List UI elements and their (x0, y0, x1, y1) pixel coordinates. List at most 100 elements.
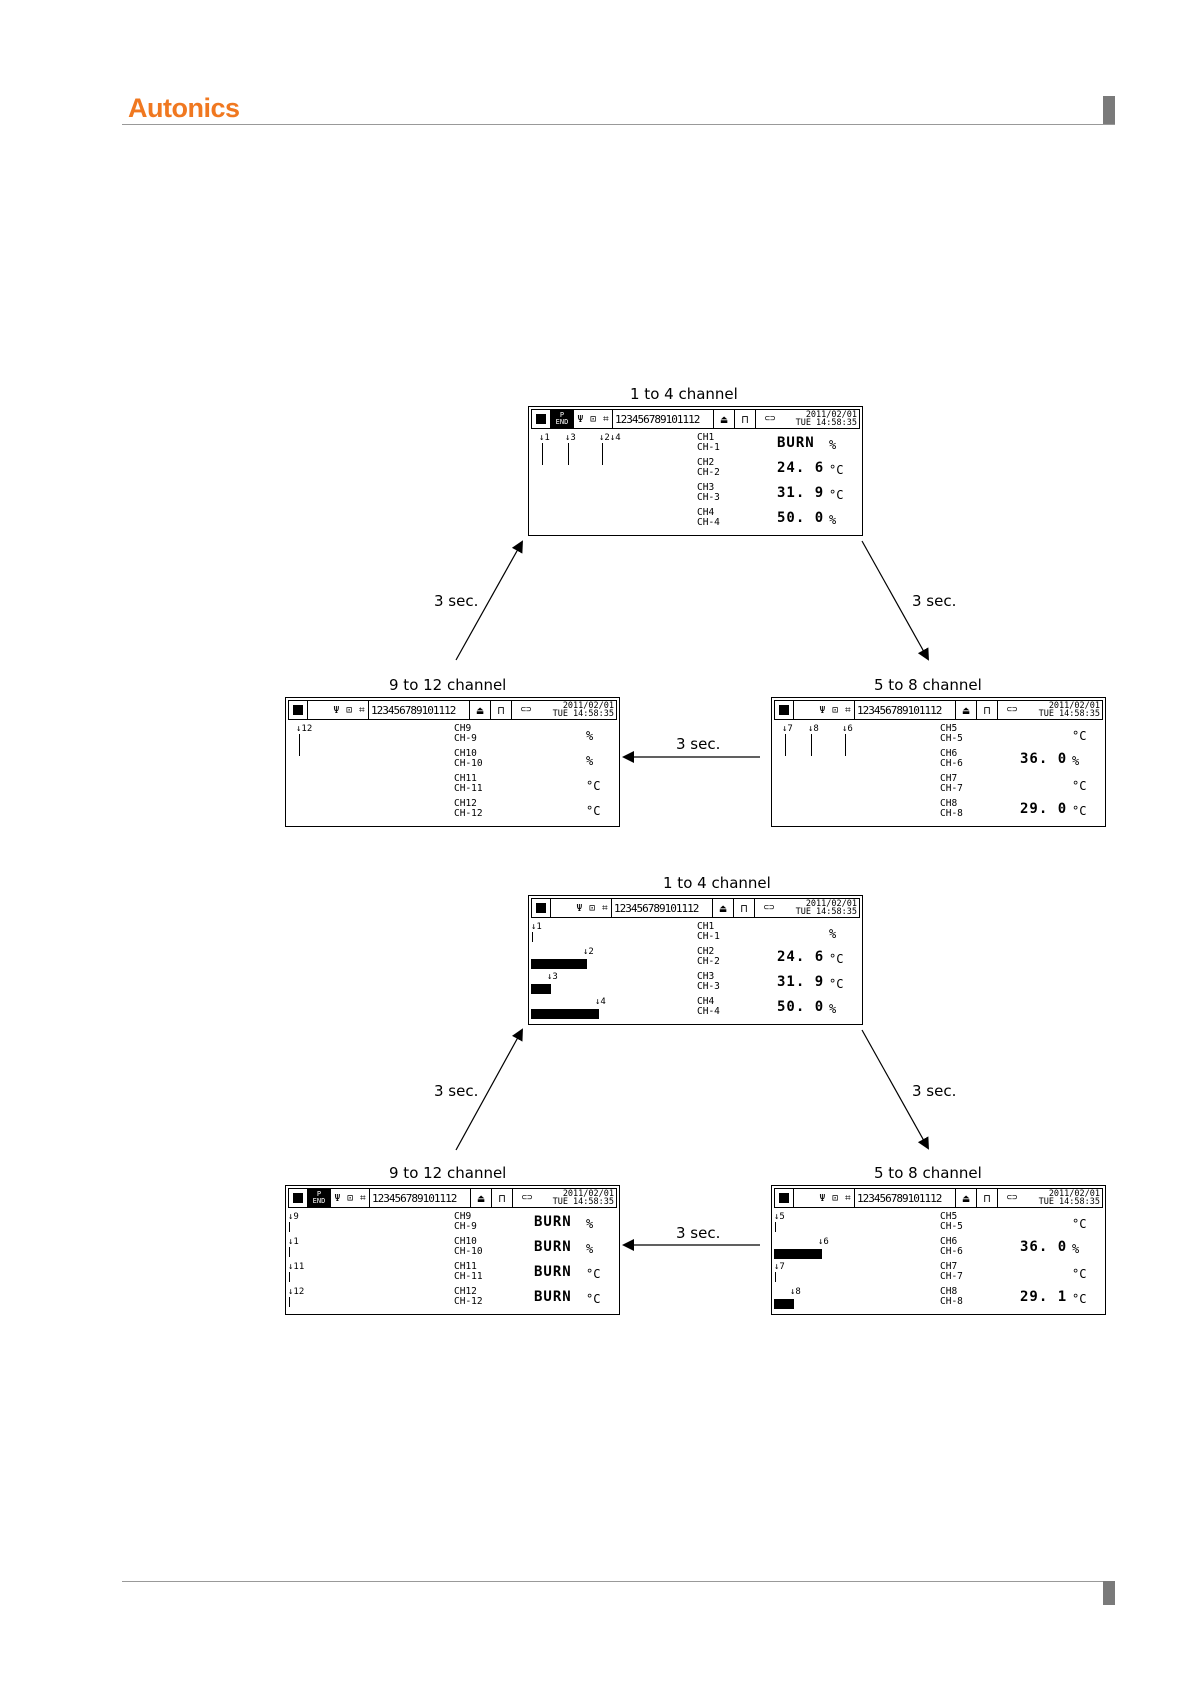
unlock-icon: ⊓ (735, 410, 756, 428)
channel-tag: CH-6 (940, 1245, 963, 1257)
bar-zero-line (775, 1272, 776, 1282)
channel-unit: °C (1072, 1292, 1087, 1306)
channel-tag: CH-11 (454, 1270, 483, 1282)
channel-value: 36. 0 (1020, 751, 1068, 767)
bar-pen-label: ↓3 (547, 972, 558, 982)
channel-unit: °C (586, 779, 601, 793)
channel-value: 31. 9 (777, 485, 825, 501)
eject-icon: ⏏ (470, 701, 491, 719)
channel-numbers: 123456789101112 (612, 899, 713, 917)
channel-tag: CH-10 (454, 757, 483, 769)
trend-pen-label: ↓7 (782, 724, 793, 734)
trend-pen-label: ↓8 (808, 724, 819, 734)
header-tab-marker (1103, 96, 1115, 124)
bar-pen-label: ↓9 (288, 1212, 299, 1222)
stop-square-icon (779, 1193, 789, 1203)
bar-pen-label: ↓11 (288, 1262, 305, 1272)
channel-label: CH6 (940, 748, 958, 759)
bar-pen-label: ↓6 (818, 1237, 829, 1247)
bar-pen-label: ↓7 (774, 1262, 785, 1272)
sd-card-icon: ⌗ (358, 704, 365, 716)
stop-icon (289, 701, 308, 719)
usb-icon: Ψ (334, 1192, 341, 1204)
arrow-1to4-to-5to8 (861, 1029, 929, 1150)
trend-line (845, 734, 846, 756)
channel-value: BURN (534, 1214, 572, 1230)
channel-unit: % (586, 1242, 594, 1256)
time-text: TUE 14:58:35 (552, 1197, 614, 1207)
arrow-9to12-to-1to4 (455, 1028, 523, 1151)
trend-pen-label: ↓12 (296, 724, 313, 734)
bar-zero-line (289, 1247, 290, 1257)
time-text: TUE 14:58:35 (795, 418, 857, 428)
channel-value: 24. 6 (777, 949, 825, 965)
channel-tag: CH-3 (697, 980, 720, 992)
channel-unit: % (829, 438, 837, 452)
channel-value: 50. 0 (777, 999, 825, 1015)
autonics-logo: Autonics (128, 93, 240, 123)
usb-memory-icons: Ψ⊡⌗ (573, 899, 612, 917)
usb-icon: Ψ (576, 902, 583, 914)
p-end-bottom: END (312, 1197, 326, 1205)
stop-square-icon (536, 414, 546, 424)
channel-label: CH9 (454, 723, 472, 734)
channel-unit: °C (586, 1292, 601, 1306)
bar-zero-line (289, 1272, 290, 1282)
recording-tape-icon: ⊂⊃ (1006, 705, 1018, 715)
sd-card-icon: ⌗ (602, 413, 609, 425)
channel-numbers: 123456789101112 (855, 1189, 956, 1207)
channel-label: CH8 (940, 798, 958, 809)
channel-label: CH1 (697, 432, 715, 443)
channel-bar (531, 959, 587, 969)
channel-bar (531, 1009, 599, 1019)
eject-icon: ⏏ (956, 1189, 977, 1207)
stop-icon (532, 410, 551, 428)
channel-unit: % (1072, 754, 1080, 768)
channel-label: CH11 (454, 1261, 477, 1272)
channel-unit: °C (1072, 779, 1087, 793)
channel-unit: % (1072, 1242, 1080, 1256)
recording-tape-icon: ⊂⊃ (764, 414, 776, 424)
usb-memory-icons: Ψ⊡⌗ (816, 1189, 855, 1207)
channel-label: CH3 (697, 971, 715, 982)
channel-bar (774, 1249, 822, 1259)
channel-label: CH6 (940, 1236, 958, 1247)
channel-numbers: 123456789101112 (370, 1189, 471, 1207)
channel-label: CH9 (454, 1211, 472, 1222)
stop-icon (775, 1189, 794, 1207)
screen-caption: 1 to 4 channel (630, 385, 738, 403)
channel-tag: CH-8 (940, 807, 963, 819)
channel-unit: °C (829, 952, 844, 966)
eject-icon: ⏏ (956, 701, 977, 719)
channel-unit: °C (1072, 729, 1087, 743)
sd-card-icon: ⌗ (844, 1192, 851, 1204)
bar-pen-label: ↓1 (288, 1237, 299, 1247)
arrow-label: 3 sec. (676, 735, 721, 753)
channel-tag: CH-7 (940, 782, 963, 794)
date-text: 2011/02/01 (562, 700, 614, 711)
channel-tag: CH-12 (454, 1295, 483, 1307)
trend-line (299, 734, 300, 756)
